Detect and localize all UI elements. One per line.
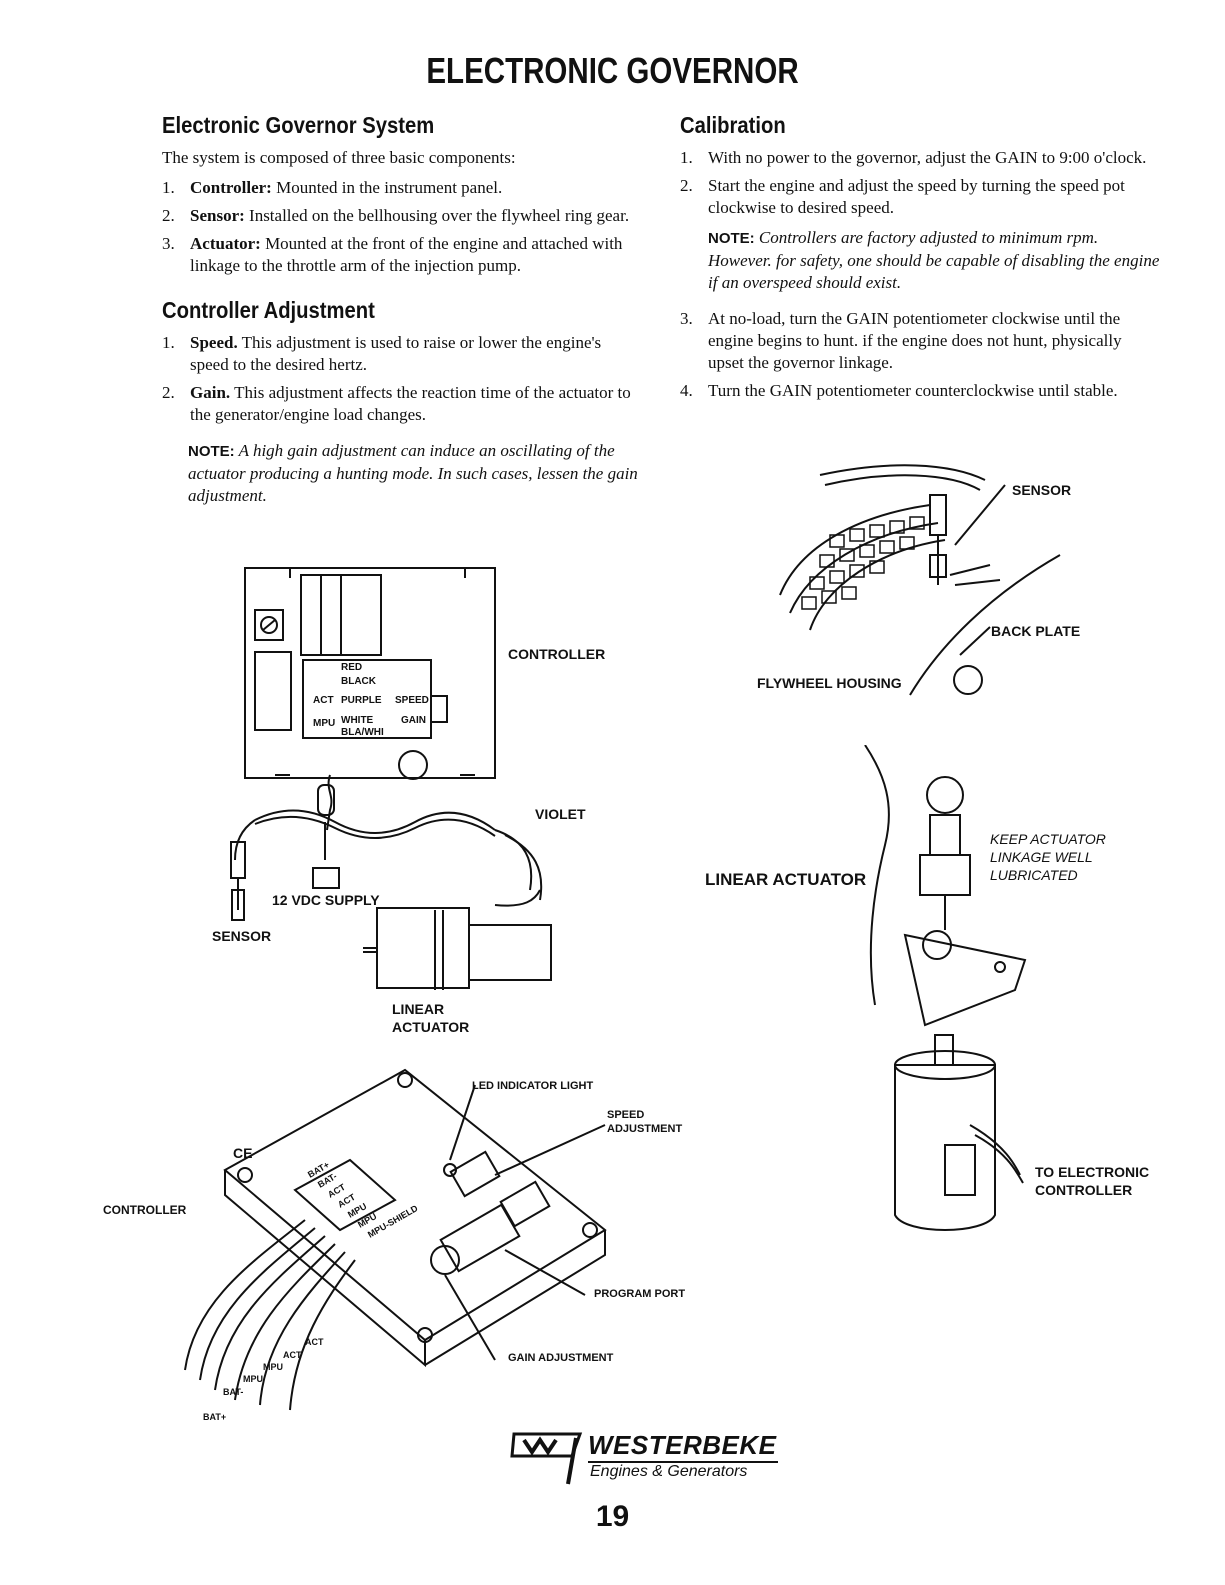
speed-pot bbox=[449, 1150, 501, 1198]
component-list: 1.Controller: Mounted in the instrument … bbox=[162, 177, 642, 277]
list-item: 1.Speed. This adjustment is used to rais… bbox=[162, 333, 602, 374]
bracket bbox=[903, 933, 1027, 1027]
wire-black: BLACK bbox=[341, 676, 377, 687]
list-item: 2.Start the engine and adjust the speed … bbox=[680, 176, 1125, 217]
calibration-steps: 1.With no power to the governor, adjust … bbox=[680, 147, 1160, 219]
linear-actuator-callout: LINEAR ACTUATOR bbox=[705, 870, 867, 889]
wire-gain: GAIN bbox=[401, 715, 426, 726]
wiring-diagram: RED BLACK ACT PURPLE SPEED MPU WHITE GAI… bbox=[230, 567, 552, 990]
linear-actuator-label: LINEAR ACTUATOR bbox=[392, 1001, 470, 1035]
wire-purple: PURPLE bbox=[341, 695, 382, 706]
right-column: Calibration 1.With no power to the gover… bbox=[680, 112, 1160, 416]
wire-tag: BAT- bbox=[223, 1387, 243, 1397]
sensor-diagram bbox=[779, 464, 1061, 696]
calibration-heading: Calibration bbox=[680, 112, 786, 138]
gain-pot bbox=[430, 1245, 460, 1275]
brand-name: WESTERBEKE bbox=[588, 1430, 777, 1460]
wire-speed: SPEED bbox=[395, 695, 429, 706]
list-item: 2.Sensor: Installed on the bellhousing o… bbox=[162, 206, 630, 225]
actuator-cylinder bbox=[894, 1064, 996, 1231]
wire-tag: MPU bbox=[263, 1362, 283, 1372]
left-column: Electronic Governor System The system is… bbox=[162, 112, 642, 521]
wire-blawht: BLA/WHI bbox=[341, 727, 384, 738]
wire-white: WHITE bbox=[341, 715, 374, 726]
list-item: 4.Turn the GAIN potentiometer counterclo… bbox=[680, 381, 1118, 400]
westerbeke-logo-mark bbox=[510, 1432, 583, 1485]
controller-diagram: BAT+ BAT- ACT ACT MPU MPU MPU-SHIELD CE … bbox=[184, 1068, 607, 1422]
westerbeke-logo: WESTERBEKE Engines & Generators bbox=[510, 1428, 780, 1488]
wire-red: RED bbox=[341, 662, 362, 673]
linear-actuator-diagram bbox=[864, 745, 1027, 1231]
program-port-callout: PROGRAM PORT bbox=[594, 1288, 686, 1300]
gain-pot bbox=[398, 750, 428, 780]
sensor-body bbox=[929, 494, 947, 536]
gain-note: NOTE: A high gain adjustment can induce … bbox=[188, 441, 638, 505]
led-indicator bbox=[443, 1163, 457, 1177]
list-item: 3.Actuator: Mounted at the front of the … bbox=[162, 234, 623, 275]
sensor-label: SENSOR bbox=[212, 928, 272, 944]
page-number: 19 bbox=[595, 1500, 630, 1533]
calibration-note: NOTE: Controllers are factory adjusted t… bbox=[708, 228, 1160, 292]
controller-adjustment-heading: Controller Adjustment bbox=[162, 297, 375, 323]
controller-label: CONTROLLER bbox=[508, 646, 606, 662]
page-title: ELECTRONIC GOVERNOR bbox=[426, 50, 799, 91]
sensor-callout: SENSOR bbox=[1012, 482, 1072, 498]
speed-adjustment-callout: SPEED ADJUSTMENT bbox=[607, 1109, 683, 1135]
keep-lubricated-callout: KEEP ACTUATOR LINKAGE WELL LUBRICATED bbox=[990, 831, 1106, 883]
wire-mpu: MPU bbox=[313, 718, 335, 729]
ring-gear-teeth bbox=[819, 464, 986, 481]
list-item: 1.With no power to the governor, adjust … bbox=[680, 148, 1147, 167]
brand-underline bbox=[588, 1461, 778, 1463]
rod-end bbox=[926, 776, 964, 814]
led-callout: LED INDICATOR LIGHT bbox=[472, 1080, 594, 1092]
governor-system-intro: The system is composed of three basic co… bbox=[162, 148, 516, 167]
ce-mark: CE bbox=[233, 1145, 252, 1161]
supply-label: 12 VDC SUPPLY bbox=[272, 892, 380, 908]
controller-box bbox=[244, 567, 496, 779]
wire-tag: BAT+ bbox=[203, 1412, 226, 1422]
list-item: 1.Controller: Mounted in the instrument … bbox=[162, 178, 503, 197]
wire-act: ACT bbox=[313, 695, 334, 706]
list-item: 2.Gain. This adjustment affects the reac… bbox=[162, 383, 631, 424]
program-port bbox=[439, 1203, 521, 1273]
brand-tagline: Engines & Generators bbox=[590, 1463, 748, 1480]
wire-tag: ACT bbox=[305, 1337, 324, 1347]
wire-tag: ACT bbox=[283, 1350, 302, 1360]
wire-tag: MPU bbox=[243, 1374, 263, 1384]
calibration-steps-continued: 3.At no-load, turn the GAIN potentiomete… bbox=[680, 308, 1160, 402]
back-plate-callout: BACK PLATE bbox=[991, 623, 1081, 639]
adjustment-list: 1.Speed. This adjustment is used to rais… bbox=[162, 332, 642, 426]
bolt bbox=[953, 665, 983, 695]
terminal-strip bbox=[293, 1158, 397, 1232]
to-controller-callout: TO ELECTRONIC CONTROLLER bbox=[1035, 1164, 1150, 1198]
governor-system-heading: Electronic Governor System bbox=[162, 112, 435, 138]
gain-adjustment-callout: GAIN ADJUSTMENT bbox=[508, 1352, 614, 1364]
violet-label: VIOLET bbox=[535, 806, 586, 822]
list-item: 3.At no-load, turn the GAIN potentiomete… bbox=[680, 309, 1122, 372]
controller-callout: CONTROLLER bbox=[103, 1203, 187, 1217]
linkage-block bbox=[919, 854, 971, 896]
flywheel-housing-callout: FLYWHEEL HOUSING bbox=[757, 675, 902, 691]
